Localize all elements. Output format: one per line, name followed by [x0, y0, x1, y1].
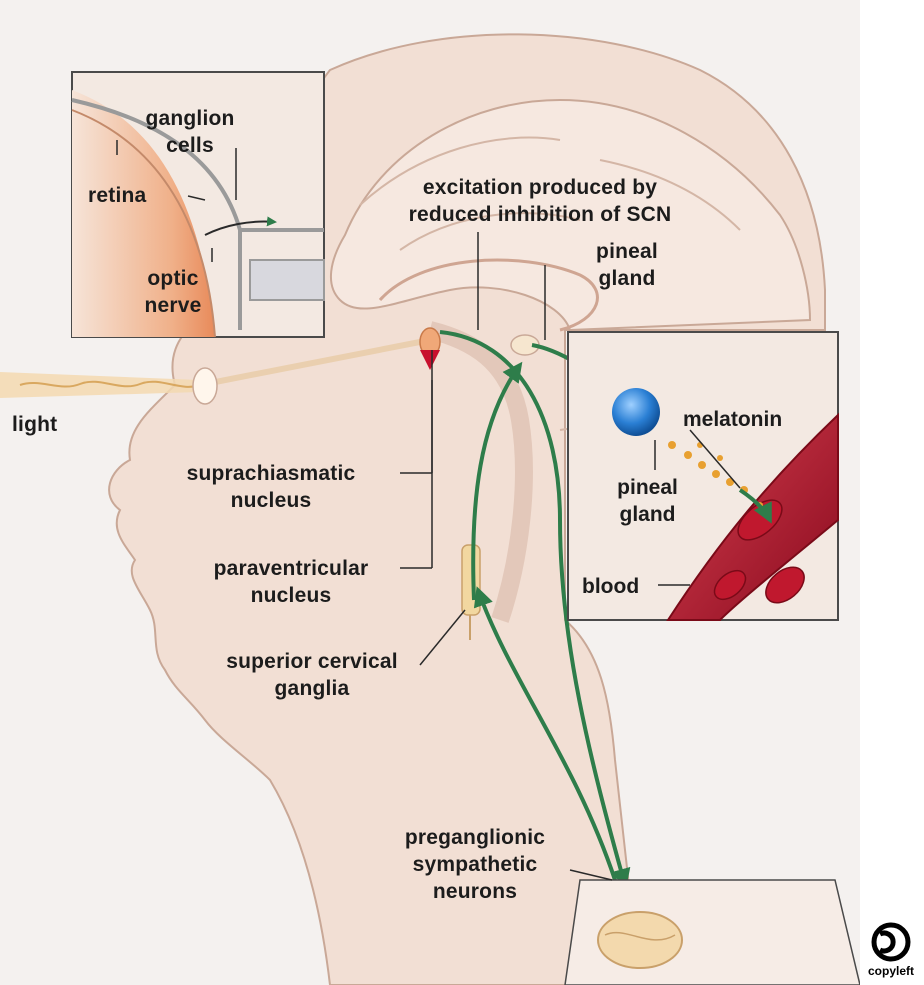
- preganglionic-sympathetic-neurons-label: preganglionic sympathetic neurons: [380, 824, 570, 905]
- pineal-gland-inset-label: pineal gland: [590, 474, 705, 528]
- ganglion-cells-label-line1: ganglion: [115, 105, 265, 132]
- optic-nerve-label-line1: optic: [118, 265, 228, 292]
- pineal-gland-label: pineal gland: [572, 238, 682, 292]
- copyleft-icon: [858, 920, 924, 966]
- preganglionic-sympathetic-neurons-label-line2: sympathetic: [380, 851, 570, 878]
- preganglionic-sympathetic-neurons-label-line3: neurons: [380, 878, 570, 905]
- suprachiasmatic-nucleus-label-line1: suprachiasmatic: [140, 460, 402, 487]
- preganglionic-sympathetic-neurons-label-line1: preganglionic: [380, 824, 570, 851]
- superior-cervical-ganglia-label-line1: superior cervical: [196, 648, 428, 675]
- optic-nerve-label-line2: nerve: [118, 292, 228, 319]
- paraventricular-nucleus-label-line2: nucleus: [180, 582, 402, 609]
- optic-nerve-label: optic nerve: [118, 265, 228, 319]
- pineal-gland-label-line2: gland: [572, 265, 682, 292]
- excitation-label-line2: reduced inhibition of SCN: [385, 201, 695, 228]
- excitation-label-line1: excitation produced by: [385, 174, 695, 201]
- copyleft-badge: copyleft: [858, 920, 924, 985]
- superior-cervical-ganglia-label: superior cervical ganglia: [196, 648, 428, 702]
- ganglion-cells-label-line2: cells: [115, 132, 265, 159]
- light-label: light: [12, 411, 57, 438]
- paraventricular-nucleus-label-line1: paraventricular: [180, 555, 402, 582]
- copyleft-text: copyleft: [858, 964, 924, 978]
- circadian-pathway-figure: ganglion cells retina optic nerve excita…: [0, 0, 860, 985]
- pineal-gland-inset-label-line2: gland: [590, 501, 705, 528]
- ganglion-cells-label: ganglion cells: [115, 105, 265, 159]
- retina-label: retina: [88, 182, 146, 209]
- suprachiasmatic-nucleus-label-line2: nucleus: [140, 487, 402, 514]
- paraventricular-nucleus-label: paraventricular nucleus: [180, 555, 402, 609]
- excitation-label: excitation produced by reduced inhibitio…: [385, 174, 695, 228]
- suprachiasmatic-nucleus-label: suprachiasmatic nucleus: [140, 460, 402, 514]
- superior-cervical-ganglia-label-line2: ganglia: [196, 675, 428, 702]
- blood-label: blood: [582, 573, 639, 600]
- melatonin-label: melatonin: [683, 406, 782, 433]
- pineal-gland-inset-label-line1: pineal: [590, 474, 705, 501]
- pineal-gland-label-line1: pineal: [572, 238, 682, 265]
